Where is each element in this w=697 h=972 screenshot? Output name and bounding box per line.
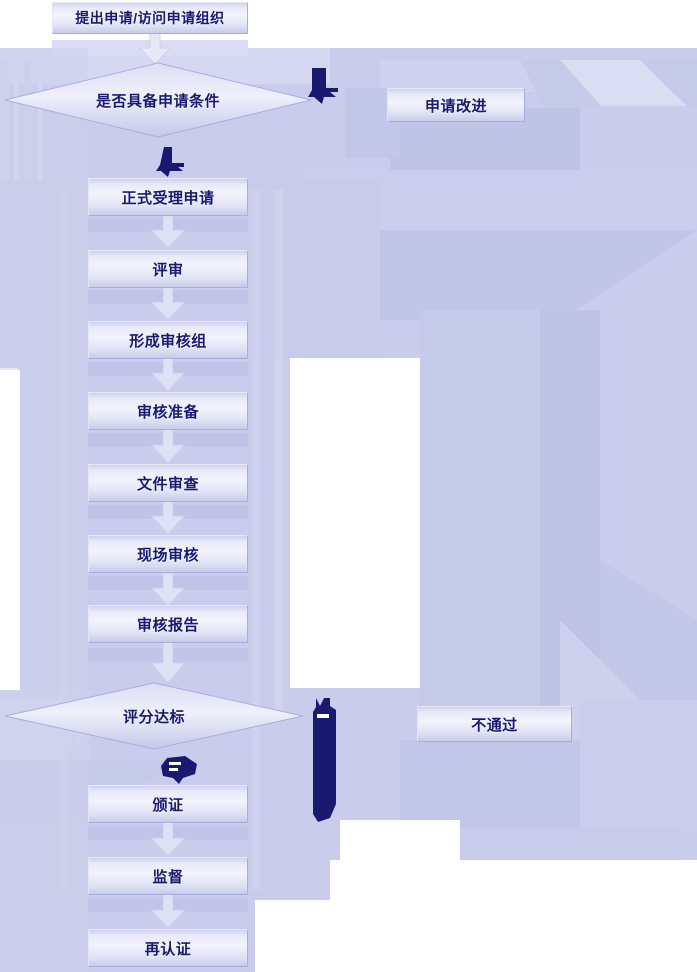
process-node-audit-preparation[interactable]: 审核准备 — [88, 392, 248, 430]
process-node-review[interactable]: 评审 — [88, 250, 248, 288]
process-node-accept-application[interactable]: 正式受理申请 — [88, 178, 248, 216]
connector-arrow-n10-to-n11 — [149, 892, 187, 929]
process-node-issue-certificate[interactable]: 颁证 — [88, 785, 248, 823]
connector-arrow-n3-to-n4 — [149, 284, 187, 321]
process-node-onsite-audit[interactable]: 现场审核 — [88, 535, 248, 573]
diamond-shape — [4, 682, 304, 750]
process-node-not-passed[interactable]: 不通过 — [417, 706, 572, 742]
connector-arrow-n6-to-n7 — [149, 498, 187, 535]
navy-down-arrow-icon-d2-to-n9 — [161, 756, 197, 784]
connector-arrow-n9-to-n10 — [149, 820, 187, 857]
process-node-supervision[interactable]: 监督 — [88, 857, 248, 895]
decision-node-application-eligibility[interactable]: 是否具备申请条件 — [4, 62, 312, 138]
process-node-form-audit-team[interactable]: 形成审核组 — [88, 321, 248, 359]
process-node-audit-report[interactable]: 审核报告 — [88, 605, 248, 643]
connector-arrow-n4-to-n5 — [149, 355, 187, 392]
connector-arrow-n5-to-n6 — [149, 427, 187, 464]
decision-node-score-qualified[interactable]: 评分达标 — [4, 682, 304, 750]
process-node-document-review[interactable]: 文件审查 — [88, 464, 248, 502]
navy-down-arrow-icon-d2-to-b2 — [313, 698, 336, 822]
navy-down-arrow-icon-d1-to-n2 — [156, 147, 184, 177]
connector-arrow-n7-to-n8 — [149, 570, 187, 607]
process-node-recertification[interactable]: 再认证 — [88, 929, 248, 967]
process-node-submit-application[interactable]: 提出申请/访问申请组织 — [52, 2, 248, 34]
connector-arrow-n2-to-n3 — [149, 212, 187, 249]
process-node-apply-improvement[interactable]: 申请改进 — [387, 88, 525, 122]
diamond-shape — [4, 62, 312, 138]
connector-arrow-n1-to-d1 — [138, 32, 172, 65]
connector-arrow-n8-to-d2 — [149, 641, 187, 684]
navy-right-arrow-icon-d1-to-b1 — [308, 68, 338, 104]
